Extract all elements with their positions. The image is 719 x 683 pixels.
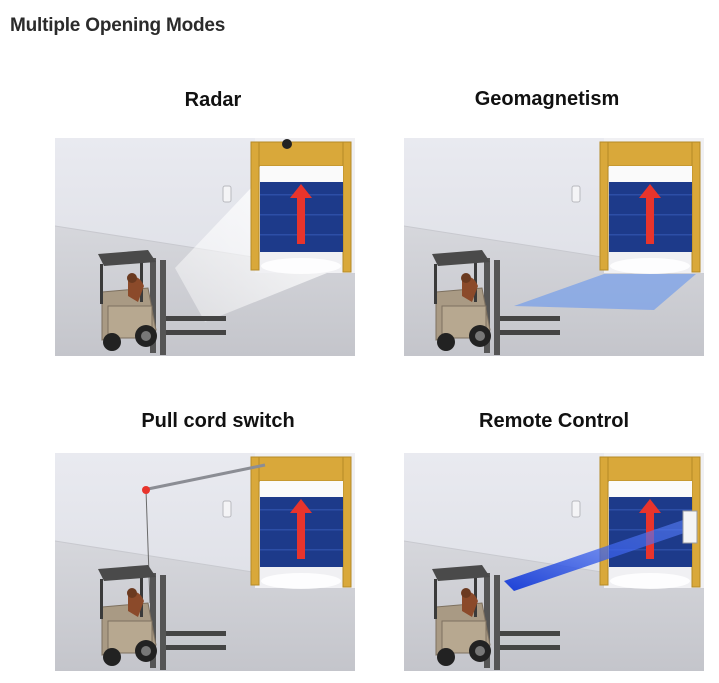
pull-cord-scene-illustration — [55, 453, 355, 671]
caption-radar: Radar — [184, 89, 242, 111]
radar-scene-illustration — [55, 138, 355, 356]
caption-remote-control: Remote Control — [479, 410, 629, 432]
page-title: Multiple Opening Modes — [10, 15, 226, 36]
remote-beam-icon — [504, 519, 696, 591]
geomagnetism-scene-illustration — [404, 138, 704, 356]
radar-sensor-icon — [282, 139, 292, 149]
floor-loop-icon — [514, 274, 696, 310]
caption-geomagnetism: Geomagnetism — [474, 88, 620, 110]
remote-control-scene-illustration — [404, 453, 704, 671]
caption-pull-cord-switch: Pull cord switch — [141, 410, 295, 432]
pull-cord-icon — [142, 463, 266, 604]
